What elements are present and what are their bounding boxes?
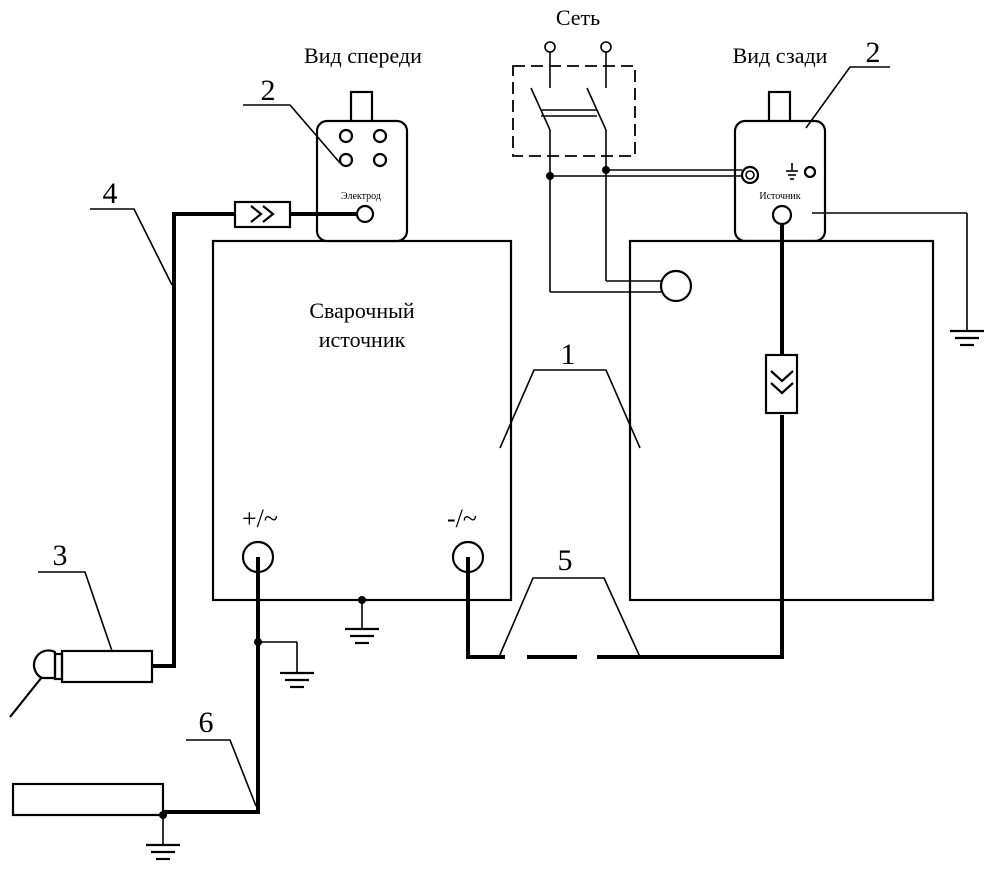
electrode-socket-label: Электрод [341, 191, 381, 202]
rear-ground [812, 212, 984, 347]
callout-2-rear: 2 [805, 36, 890, 129]
front-view-title: Вид спереди [304, 43, 422, 68]
wire-feeder-front: Электрод [315, 90, 409, 243]
callout-4: 4 [90, 177, 173, 286]
callout-number-3: 3 [53, 539, 68, 572]
control-socket [740, 165, 760, 185]
callout-number-4: 4 [103, 177, 118, 210]
ground-terminal [803, 165, 817, 179]
cable-connector-front [233, 200, 292, 229]
mains-switch [512, 41, 636, 175]
plus-terminal-label: +/~ [242, 504, 278, 533]
welding-source-label-line2: источник [319, 327, 406, 352]
feeder-front-knob [338, 152, 354, 168]
mains-terminal [544, 41, 556, 53]
cable-connector-rear [764, 353, 799, 415]
callout-number-6: 6 [199, 706, 214, 739]
callout-1: 1 [499, 338, 641, 449]
return-cable [163, 557, 314, 814]
callout-number-2-front: 2 [261, 74, 276, 107]
callout-number-2-rear: 2 [866, 36, 881, 69]
callout-3: 3 [38, 539, 113, 652]
torch-nozzle [32, 649, 57, 680]
mains-input-socket [659, 269, 693, 303]
source-socket-label: Источник [759, 191, 800, 202]
feeder-front-knob [372, 152, 388, 168]
feeder-front-body [315, 119, 409, 243]
wire-feeder-rear: Источник [733, 90, 827, 243]
torch-cable [152, 200, 357, 668]
callout-number-5: 5 [558, 544, 573, 577]
callout-5: 5 [498, 544, 641, 658]
minus-terminal-label: -/~ [447, 504, 477, 533]
mains-switch-enclosure [512, 65, 636, 157]
control-socket-inner [745, 170, 755, 180]
callout-2-front: 2 [243, 74, 341, 164]
workpiece-plate [11, 782, 165, 817]
feeder-front-knob [338, 128, 354, 144]
feeder-rear-handle [767, 90, 792, 124]
source-ground [345, 596, 379, 645]
control-cable [546, 166, 742, 293]
feeder-front-knob [372, 128, 388, 144]
callout-number-1: 1 [561, 338, 576, 371]
welding-torch [9, 649, 154, 718]
welding-source-label-line1: Сварочный [309, 298, 415, 323]
rear-view-title: Вид сзади [733, 43, 828, 68]
welding-source-front: Сварочный источник +/~ -/~ [211, 239, 513, 602]
welding-source-body [211, 239, 513, 602]
network-label: Сеть [556, 5, 600, 30]
workpiece [11, 782, 180, 861]
callout-6: 6 [186, 706, 257, 807]
power-cable [466, 224, 799, 659]
feeder-front-handle [349, 90, 374, 124]
torch-body [60, 649, 154, 684]
mains-terminal [600, 41, 612, 53]
